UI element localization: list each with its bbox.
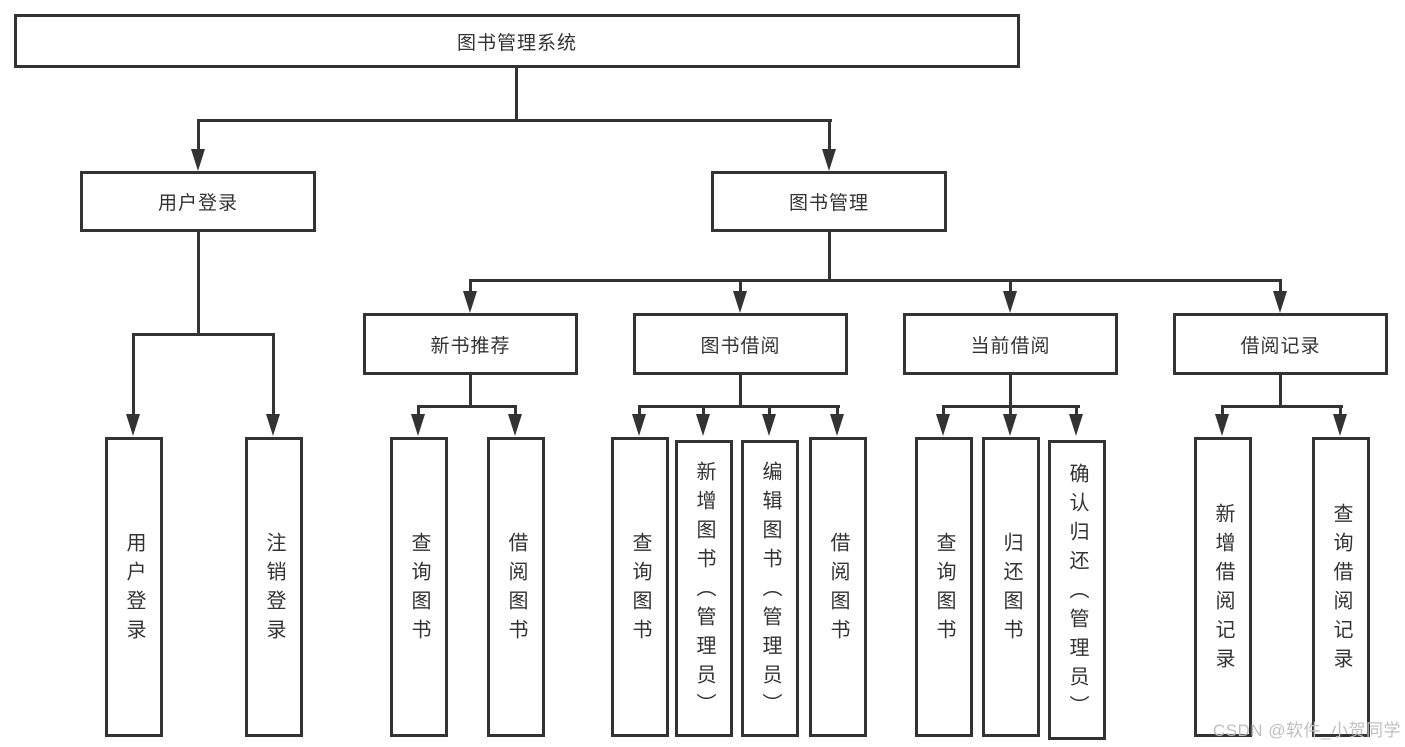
connector-line (828, 232, 831, 282)
arrow-down-icon (762, 414, 776, 436)
connector-line (1279, 279, 1282, 294)
arrow-down-icon (822, 149, 836, 171)
connector-line (739, 375, 742, 407)
leaf-borrow-books-recommendation: 借阅图书 (487, 437, 545, 737)
node-book-borrowing: 图书借阅 (633, 313, 848, 375)
node-book-management: 图书管理 (711, 171, 947, 232)
connector-line (638, 405, 641, 416)
connector-line (942, 405, 945, 416)
connector-line (768, 405, 771, 416)
leaf-user-login: 用户登录 (105, 437, 163, 737)
arrow-down-icon (1003, 414, 1017, 436)
arrow-down-icon (508, 414, 522, 436)
node-user-login: 用户登录 (80, 171, 316, 232)
arrow-down-icon (126, 414, 140, 436)
arrow-down-icon (411, 414, 425, 436)
arrow-down-icon (1273, 291, 1287, 313)
leaf-return-books: 归还图书 (982, 437, 1040, 737)
leaf-add-books-admin: 新增图书（管理员） (675, 440, 733, 737)
arrow-down-icon (733, 291, 747, 313)
connector-line (197, 119, 832, 122)
arrow-down-icon (1069, 414, 1083, 436)
arrow-down-icon (632, 414, 646, 436)
connector-line (132, 333, 135, 416)
connector-line (197, 232, 200, 335)
node-root-library-management-system: 图书管理系统 (14, 14, 1020, 68)
node-new-book-recommendation: 新书推荐 (363, 313, 578, 375)
connector-line (836, 405, 839, 416)
arrow-down-icon (266, 414, 280, 436)
connector-line (1221, 405, 1224, 416)
connector-line (272, 333, 275, 416)
connector-line (1221, 405, 1343, 408)
connector-line (417, 405, 517, 408)
leaf-add-borrow-record: 新增借阅记录 (1194, 437, 1252, 737)
arrow-down-icon (1215, 414, 1229, 436)
connector-line (469, 375, 472, 407)
arrow-down-icon (696, 414, 710, 436)
connector-line (1009, 405, 1012, 416)
leaf-query-books-borrowing: 查询图书 (611, 437, 669, 737)
connector-line (197, 119, 200, 153)
leaf-logout: 注销登录 (245, 437, 303, 737)
arrow-down-icon (936, 414, 950, 436)
node-current-borrowing: 当前借阅 (903, 313, 1118, 375)
arrow-down-icon (191, 149, 205, 171)
arrow-down-icon (1333, 414, 1347, 436)
connector-line (1009, 375, 1012, 407)
connector-line (1279, 375, 1282, 407)
leaf-confirm-return-admin: 确认归还（管理员） (1048, 440, 1106, 740)
connector-line (132, 333, 275, 336)
leaf-edit-books-admin: 编辑图书（管理员） (741, 440, 799, 737)
connector-line (514, 405, 517, 416)
leaf-borrow-books-borrowing: 借阅图书 (809, 437, 867, 737)
connector-line (469, 279, 1282, 282)
connector-line (1339, 405, 1342, 416)
connector-line (702, 405, 705, 416)
connector-line (638, 405, 840, 408)
leaf-query-borrow-record: 查询借阅记录 (1312, 437, 1370, 737)
connector-line (469, 279, 472, 294)
connector-line (417, 405, 420, 416)
leaf-query-books-recommendation: 查询图书 (390, 437, 448, 737)
leaf-query-books-current: 查询图书 (915, 437, 973, 737)
csdn-watermark: CSDN @软件_小贺同学 (1212, 721, 1401, 740)
connector-line (1075, 405, 1078, 416)
connector-line (828, 119, 831, 153)
connector-line (739, 279, 742, 294)
connector-line (1009, 279, 1012, 294)
arrow-down-icon (830, 414, 844, 436)
arrow-down-icon (1003, 291, 1017, 313)
connector-line (515, 68, 518, 122)
node-borrowing-records: 借阅记录 (1173, 313, 1388, 375)
arrow-down-icon (463, 291, 477, 313)
